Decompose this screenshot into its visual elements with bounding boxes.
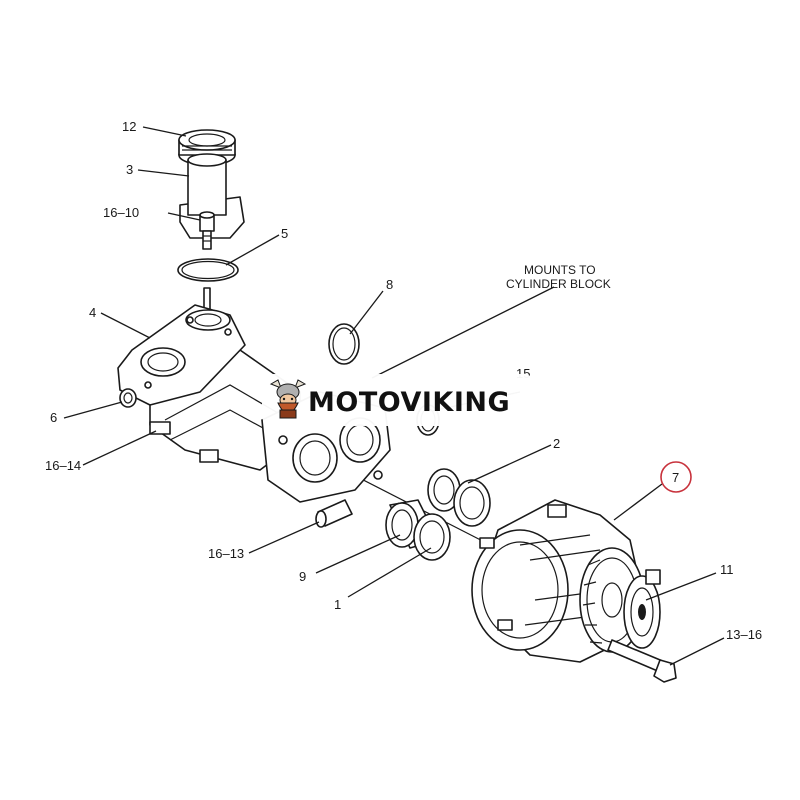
note-line-2: CYLINDER BLOCK [506, 277, 611, 291]
callout-11: 11 [720, 562, 734, 577]
part-16-10-bolt [199, 211, 215, 250]
part-16-13-bolt [315, 499, 353, 528]
part-13-16-bolt [607, 639, 677, 683]
callout-7: 7 [672, 470, 679, 485]
callout-16-10: 16–10 [103, 205, 139, 220]
callout-9: 9 [299, 569, 306, 584]
viking-logo-icon [269, 379, 307, 419]
callout-1: 1 [334, 597, 341, 612]
part-1-tube [413, 513, 451, 561]
part-11-gear [623, 569, 661, 649]
watermark: MOTOVIKING [262, 374, 534, 426]
callout-8: 8 [386, 277, 393, 292]
callout-13-16: 13–16 [726, 627, 762, 642]
watermark-text: MOTOVIKING [308, 387, 510, 418]
callout-2: 2 [553, 436, 560, 451]
dowel-pin [203, 287, 211, 311]
part-2-tube [427, 468, 491, 527]
part-7-oil-pump [471, 499, 645, 663]
callout-labels: 12 3 16–10 5 4 8 6 16–14 15 2 16–13 9 1 … [45, 119, 762, 642]
part-8-o-ring [328, 323, 360, 365]
callout-6: 6 [50, 410, 57, 425]
callout-16-14: 16–14 [45, 458, 81, 473]
note-line-1: MOUNTS TO [524, 263, 596, 277]
watermark-background [262, 374, 534, 426]
callout-7-highlight-circle [660, 461, 692, 493]
callout-3: 3 [126, 162, 133, 177]
callout-12: 12 [122, 119, 136, 134]
callout-16-13: 16–13 [208, 546, 244, 561]
mounting-note: MOUNTS TO CYLINDER BLOCK [506, 263, 611, 291]
callout-4: 4 [89, 305, 96, 320]
leader-lines [63, 126, 725, 666]
callout-5: 5 [281, 226, 288, 241]
part-5-o-ring [177, 258, 239, 282]
